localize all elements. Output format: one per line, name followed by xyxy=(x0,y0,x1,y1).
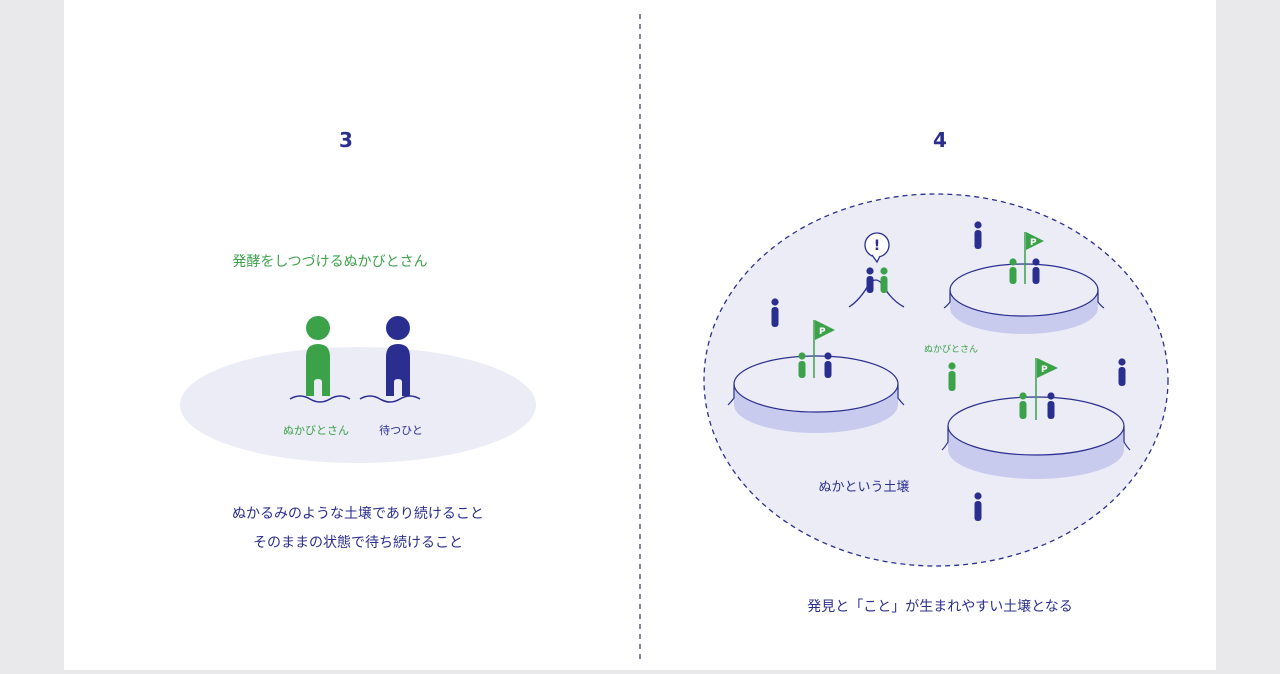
page: 3 発酵をしつづけるぬかびとさん ぬかびとさん 待つひと ぬかるみのような土壌で… xyxy=(64,0,1216,670)
soil-ellipse xyxy=(180,347,536,463)
person-icon xyxy=(974,492,982,521)
panel-3-caption-line1: ぬかるみのような土壌であり続けること xyxy=(232,505,484,522)
flag-letter: P xyxy=(819,327,826,337)
person-icon xyxy=(771,298,779,327)
mound-top-right: P xyxy=(943,232,1105,334)
flag-icon xyxy=(815,320,835,340)
diagram-canvas: 3 発酵をしつづけるぬかびとさん ぬかびとさん 待つひと ぬかるみのような土壌で… xyxy=(180,14,1169,660)
flag-letter: P xyxy=(1030,238,1037,248)
ground-wave-right xyxy=(359,395,421,403)
label-nukabito-small: ぬかびとさん xyxy=(924,344,978,355)
mound-bottom-right: P xyxy=(941,358,1131,479)
mound-left: P xyxy=(727,320,905,433)
label-nuka-soil: ぬかという土壌 xyxy=(818,480,909,495)
panel-4: 4 ! P xyxy=(703,128,1169,615)
person-icon xyxy=(974,221,982,249)
label-waiting-person: 待つひと xyxy=(379,423,423,437)
nukabito-person-icon xyxy=(948,362,956,391)
ground-wave-left xyxy=(289,395,351,403)
flag-icon xyxy=(1026,232,1044,250)
flag-letter: P xyxy=(1041,365,1048,375)
exclamation-icon: ! xyxy=(874,238,880,254)
flag-icon xyxy=(1037,358,1058,378)
panel-4-number: 4 xyxy=(933,128,947,152)
panel-3-caption-line2: そのままの状態で待ち続けること xyxy=(253,534,463,551)
person-icon xyxy=(1118,358,1126,386)
panel-3-heading: 発酵をしつづけるぬかびとさん xyxy=(232,254,427,270)
panel-3: 3 発酵をしつづけるぬかびとさん ぬかびとさん 待つひと ぬかるみのような土壌で… xyxy=(180,128,536,551)
nukabito-figure xyxy=(306,316,330,396)
waiting-person-figure xyxy=(386,316,410,396)
panel-4-caption: 発見と「こと」が生まれやすい土壌となる xyxy=(807,599,1073,615)
label-nukabito: ぬかびとさん xyxy=(283,424,349,437)
discovery-group: ! xyxy=(848,232,905,308)
panel-3-number: 3 xyxy=(339,128,353,152)
